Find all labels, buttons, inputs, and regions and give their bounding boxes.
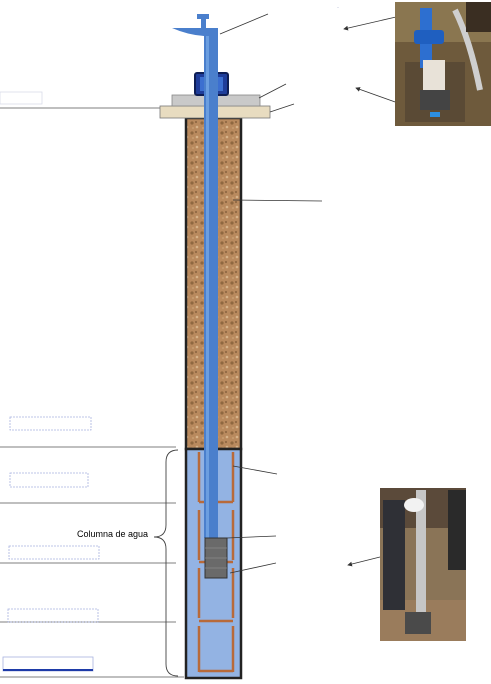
water-column-label: Columna de agua xyxy=(77,529,148,539)
label-box-4 xyxy=(8,609,98,622)
photo-arrows xyxy=(344,17,398,565)
label-box-top xyxy=(0,92,42,104)
sampler-photo-icon xyxy=(380,488,466,641)
depth-reference-lines xyxy=(0,108,184,677)
pump-photo-icon xyxy=(395,2,491,126)
label-box-1 xyxy=(10,417,91,430)
small-mark: - xyxy=(337,5,339,11)
label-box-2 xyxy=(10,473,88,487)
label-box-5 xyxy=(3,657,93,671)
pump-handle xyxy=(172,14,218,40)
riser-pipe-highlight xyxy=(206,36,209,538)
label-boxes xyxy=(0,92,99,671)
label-box-3 xyxy=(9,546,99,559)
